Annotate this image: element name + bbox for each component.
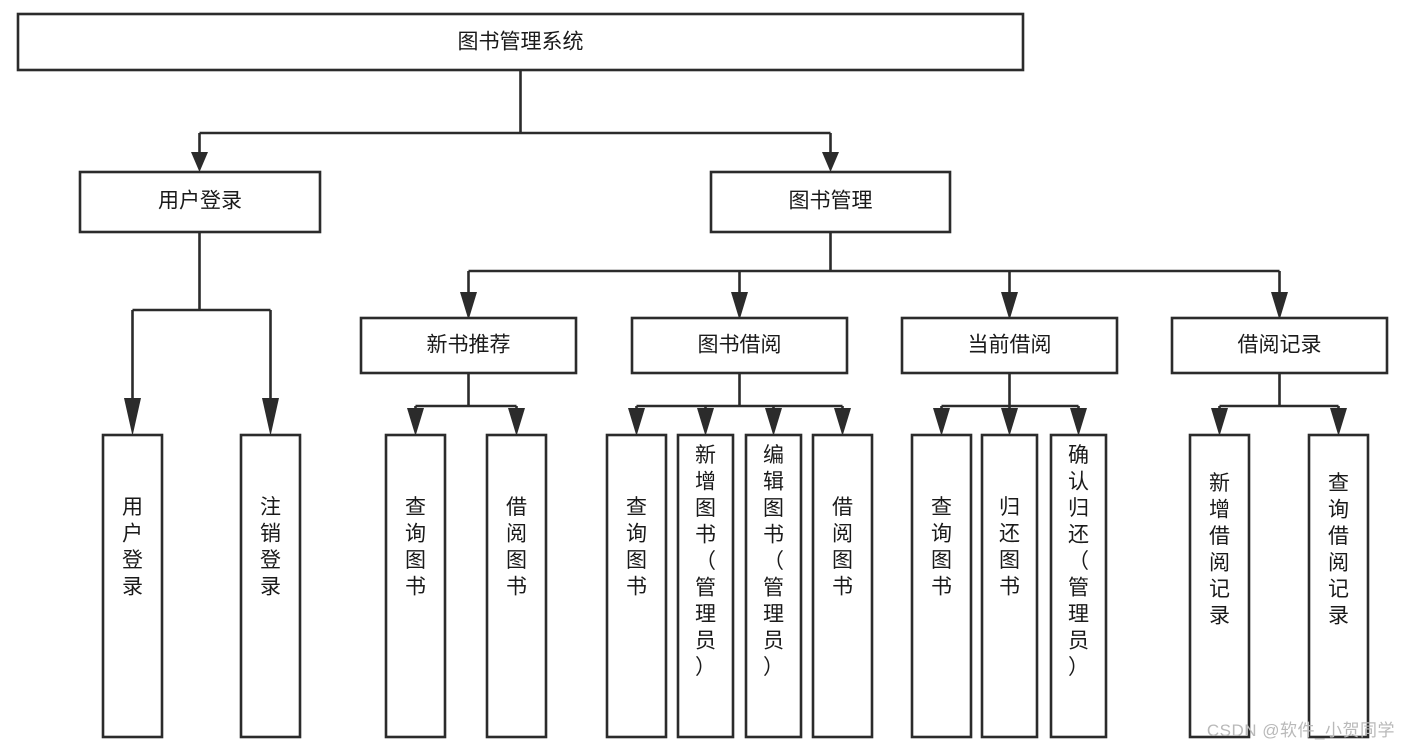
node-leaf-borrow-lend[interactable]: 借阅图书: [811, 433, 874, 739]
node-leaf-rec-query[interactable]: 查询图书: [384, 433, 447, 739]
arrow-head-icon: [697, 408, 714, 436]
node-book-manage-label: 图书管理: [789, 190, 873, 213]
node-leaf-borrow-lend-box[interactable]: [811, 433, 874, 739]
node-book-manage[interactable]: 图书管理: [709, 170, 952, 234]
node-leaf-borrow-lend-label: 借阅图书: [832, 496, 853, 599]
node-leaf-borrow-add[interactable]: 新增图书（管理员）: [676, 433, 735, 739]
node-leaf-cur-confirm-label: 确认归还（管理员）: [1068, 444, 1089, 679]
arrow-head-icon: [508, 408, 525, 436]
node-leaf-user-login-box[interactable]: [101, 433, 164, 739]
connector-group-root: [191, 70, 839, 172]
node-current-borrow[interactable]: 当前借阅: [900, 316, 1119, 375]
connector-group-new-book-rec: [407, 373, 525, 436]
node-new-book-rec-label: 新书推荐: [427, 334, 511, 357]
arrow-head-icon: [191, 152, 208, 172]
node-leaf-user-login[interactable]: 用户登录: [101, 433, 164, 739]
node-leaf-rec-borrow-label: 借阅图书: [506, 496, 527, 599]
node-leaf-user-login-label: 用户登录: [122, 496, 143, 599]
node-leaf-cur-return-box[interactable]: [980, 433, 1039, 739]
node-leaf-borrow-add-box[interactable]: [676, 433, 735, 739]
node-leaf-user-logout-box[interactable]: [239, 433, 302, 739]
node-current-borrow-label: 当前借阅: [968, 334, 1052, 357]
arrow-head-icon: [1330, 408, 1347, 436]
arrow-head-icon: [731, 292, 748, 320]
node-book-borrow-label: 图书借阅: [698, 334, 782, 357]
arrow-head-icon: [822, 152, 839, 172]
node-book-borrow-box[interactable]: [630, 316, 849, 375]
connector-group-current-borrow: [933, 373, 1087, 436]
node-leaf-cur-confirm[interactable]: 确认归还（管理员）: [1049, 433, 1108, 739]
arrow-head-icon: [765, 408, 782, 436]
connector-group-user-login: [124, 232, 279, 436]
node-leaf-borrow-edit-label: 编辑图书（管理员）: [763, 444, 784, 679]
node-leaf-rec-add[interactable]: 新增借阅记录: [1188, 433, 1251, 739]
node-book-borrow[interactable]: 图书借阅: [630, 316, 849, 375]
node-user-login-label: 用户登录: [158, 190, 242, 213]
arrow-head-icon: [1070, 408, 1087, 436]
arrow-head-icon: [460, 292, 477, 320]
node-leaf-borrow-query[interactable]: 查询图书: [605, 433, 668, 739]
node-leaf-cur-query-box[interactable]: [910, 433, 973, 739]
arrow-head-icon: [628, 408, 645, 436]
node-leaf-rec-add-box[interactable]: [1188, 433, 1251, 739]
node-leaf-cur-confirm-box[interactable]: [1049, 433, 1108, 739]
node-user-login-box[interactable]: [78, 170, 322, 234]
node-borrow-record[interactable]: 借阅记录: [1170, 316, 1389, 375]
node-leaf-rec-query-record-box[interactable]: [1307, 433, 1370, 739]
node-leaf-borrow-edit[interactable]: 编辑图书（管理员）: [744, 433, 803, 739]
node-borrow-record-label: 借阅记录: [1238, 334, 1322, 357]
node-new-book-rec-box[interactable]: [359, 316, 578, 375]
arrow-head-icon: [407, 408, 424, 436]
node-user-login[interactable]: 用户登录: [78, 170, 322, 234]
arrow-head-icon: [262, 398, 279, 436]
node-leaf-rec-borrow-box[interactable]: [485, 433, 548, 739]
node-leaf-rec-query-label: 查询图书: [405, 496, 426, 599]
node-leaf-borrow-edit-box[interactable]: [744, 433, 803, 739]
connector-group-borrow-record: [1211, 373, 1347, 436]
connector-group-book-borrow: [628, 373, 851, 436]
node-leaf-borrow-add-label: 新增图书（管理员）: [695, 444, 716, 679]
arrow-head-icon: [1001, 408, 1018, 436]
node-borrow-record-box[interactable]: [1170, 316, 1389, 375]
arrow-head-icon: [834, 408, 851, 436]
node-leaf-rec-add-label: 新增借阅记录: [1209, 472, 1230, 628]
node-leaf-rec-query-record[interactable]: 查询借阅记录: [1307, 433, 1370, 739]
arrow-head-icon: [1271, 292, 1288, 320]
arrow-head-icon: [1211, 408, 1228, 436]
node-leaf-borrow-query-label: 查询图书: [626, 496, 647, 599]
arrow-head-icon: [124, 398, 141, 436]
arrow-head-icon: [1001, 292, 1018, 320]
node-leaf-cur-return[interactable]: 归还图书: [980, 433, 1039, 739]
node-leaf-cur-return-label: 归还图书: [999, 496, 1020, 599]
node-new-book-rec[interactable]: 新书推荐: [359, 316, 578, 375]
node-root-label: 图书管理系统: [458, 31, 584, 54]
node-current-borrow-box[interactable]: [900, 316, 1119, 375]
node-root-box[interactable]: [16, 12, 1025, 72]
node-root[interactable]: 图书管理系统: [16, 12, 1025, 72]
node-leaf-cur-query-label: 查询图书: [931, 496, 952, 599]
node-leaf-rec-query-record-label: 查询借阅记录: [1328, 472, 1349, 628]
node-book-manage-box[interactable]: [709, 170, 952, 234]
connector-group-book-manage: [460, 232, 1288, 320]
node-leaf-borrow-query-box[interactable]: [605, 433, 668, 739]
node-leaf-user-logout-label: 注销登录: [260, 496, 281, 599]
node-leaf-cur-query[interactable]: 查询图书: [910, 433, 973, 739]
node-leaf-rec-query-box[interactable]: [384, 433, 447, 739]
node-leaf-rec-borrow[interactable]: 借阅图书: [485, 433, 548, 739]
arrow-head-icon: [933, 408, 950, 436]
node-leaf-user-logout[interactable]: 注销登录: [239, 433, 302, 739]
